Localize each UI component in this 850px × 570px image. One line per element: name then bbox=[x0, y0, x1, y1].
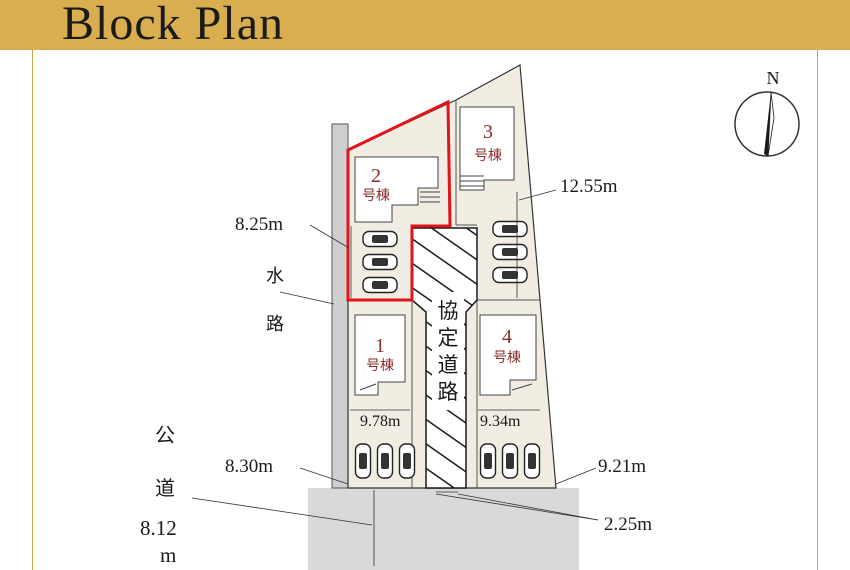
waterway bbox=[331, 123, 349, 489]
car-icon bbox=[362, 253, 398, 271]
public-road-label: 道 bbox=[155, 477, 175, 500]
house-unit-4-footprint bbox=[479, 314, 537, 396]
car-icon bbox=[523, 443, 541, 479]
unit-1-number: 1 bbox=[375, 335, 385, 357]
dimension-label: 9.78m bbox=[360, 413, 401, 430]
agreement-road-label: 路 bbox=[438, 380, 459, 404]
public-road bbox=[308, 488, 579, 570]
car-icon bbox=[492, 220, 528, 238]
agreement-road-label: 定 bbox=[438, 326, 459, 350]
agreement-road-label: 協 bbox=[438, 299, 459, 323]
car-icon bbox=[492, 266, 528, 284]
content-frame bbox=[32, 50, 818, 570]
page-title: Block Plan bbox=[62, 0, 284, 50]
car-icon bbox=[362, 230, 398, 248]
waterway-label: 路 bbox=[266, 314, 284, 334]
public-road-label: 公 bbox=[155, 425, 175, 447]
compass-north-label: N bbox=[767, 68, 780, 88]
stairs-icon bbox=[359, 383, 377, 391]
unit-3-label: 号棟 bbox=[474, 148, 502, 164]
house-unit-2-footprint bbox=[354, 156, 439, 223]
unit-4-number: 4 bbox=[502, 326, 512, 348]
road-width-label: m bbox=[160, 543, 176, 567]
highlight-lot-2 bbox=[346, 99, 452, 302]
car-icon bbox=[501, 443, 519, 479]
agreement-road-label-bg bbox=[432, 292, 464, 410]
dimension-label: 9.21m bbox=[598, 456, 646, 477]
road-width-label: 8.12 bbox=[140, 516, 177, 540]
stairs-icon bbox=[511, 383, 533, 391]
car-icon bbox=[376, 443, 394, 479]
dimension-label: 2.25m bbox=[604, 514, 652, 535]
car-icon bbox=[354, 443, 372, 479]
unit-2-number: 2 bbox=[371, 165, 381, 187]
car-icon bbox=[398, 443, 416, 479]
parking-cars bbox=[354, 220, 541, 479]
dimension-arrows bbox=[350, 192, 540, 566]
house-unit-1-footprint bbox=[354, 314, 406, 396]
dimension-label: 12.55m bbox=[560, 176, 618, 197]
stairs-icon bbox=[420, 191, 440, 203]
car-icon bbox=[362, 276, 398, 294]
unit-2-label: 号棟 bbox=[362, 188, 390, 204]
unit-3-number: 3 bbox=[483, 121, 493, 143]
car-icon bbox=[492, 243, 528, 261]
car-icon bbox=[479, 443, 497, 479]
unit-1-label: 号棟 bbox=[366, 358, 394, 374]
dimension-label: 9.34m bbox=[480, 413, 521, 430]
dimension-label: 8.25m bbox=[235, 214, 283, 235]
stairs-icon bbox=[460, 175, 484, 187]
unit-4-label: 号棟 bbox=[493, 350, 521, 366]
dimension-label: 8.30m bbox=[225, 456, 273, 477]
leader-lines bbox=[191, 189, 599, 526]
agreement-road-label: 道 bbox=[438, 353, 459, 377]
waterway-label: 水 bbox=[266, 266, 284, 286]
header-banner: Block Plan bbox=[0, 0, 850, 50]
house-unit-3-footprint bbox=[459, 106, 515, 191]
compass-icon bbox=[734, 91, 800, 157]
